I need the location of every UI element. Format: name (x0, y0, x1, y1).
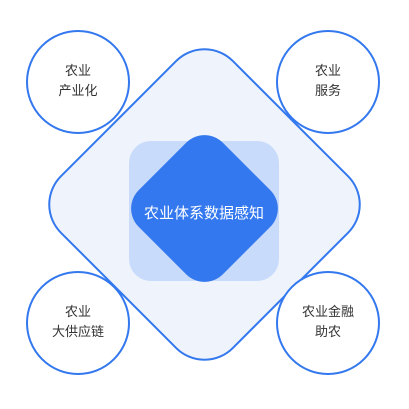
node-agri-services: 农业 服务 (276, 30, 380, 134)
node-agri-finance: 农业金融 助农 (276, 271, 380, 375)
node-line1: 农业 (64, 64, 91, 79)
core-diamond (131, 135, 278, 282)
node-line1: 农业金融 (301, 305, 354, 320)
core-label: 农业体系数据感知 (143, 204, 264, 222)
node-agri-industrialization: 农业 产业化 (26, 30, 130, 134)
node-line2: 服务 (314, 84, 341, 99)
node-line2: 助农 (314, 325, 341, 340)
node-agri-supply-chain: 农业 大供应链 (26, 271, 130, 375)
node-line1: 农业 (64, 305, 91, 320)
node-line1: 农业 (314, 64, 341, 79)
node-line2: 大供应链 (51, 325, 104, 340)
node-line2: 产业化 (58, 84, 98, 99)
